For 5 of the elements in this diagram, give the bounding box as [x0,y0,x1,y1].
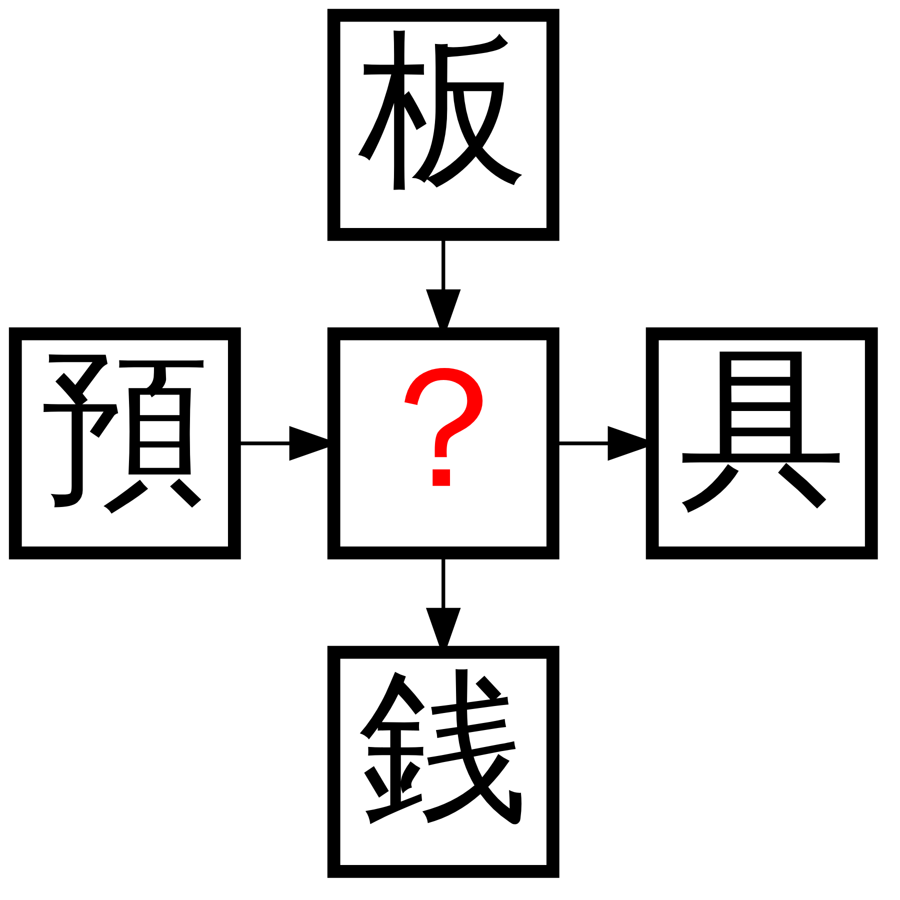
node-box: ？ [327,327,560,560]
node-box: 具 [646,327,878,560]
node-box: 板 [327,8,560,241]
node-box: 預 [8,327,241,560]
node-box: 銭 [327,646,560,878]
